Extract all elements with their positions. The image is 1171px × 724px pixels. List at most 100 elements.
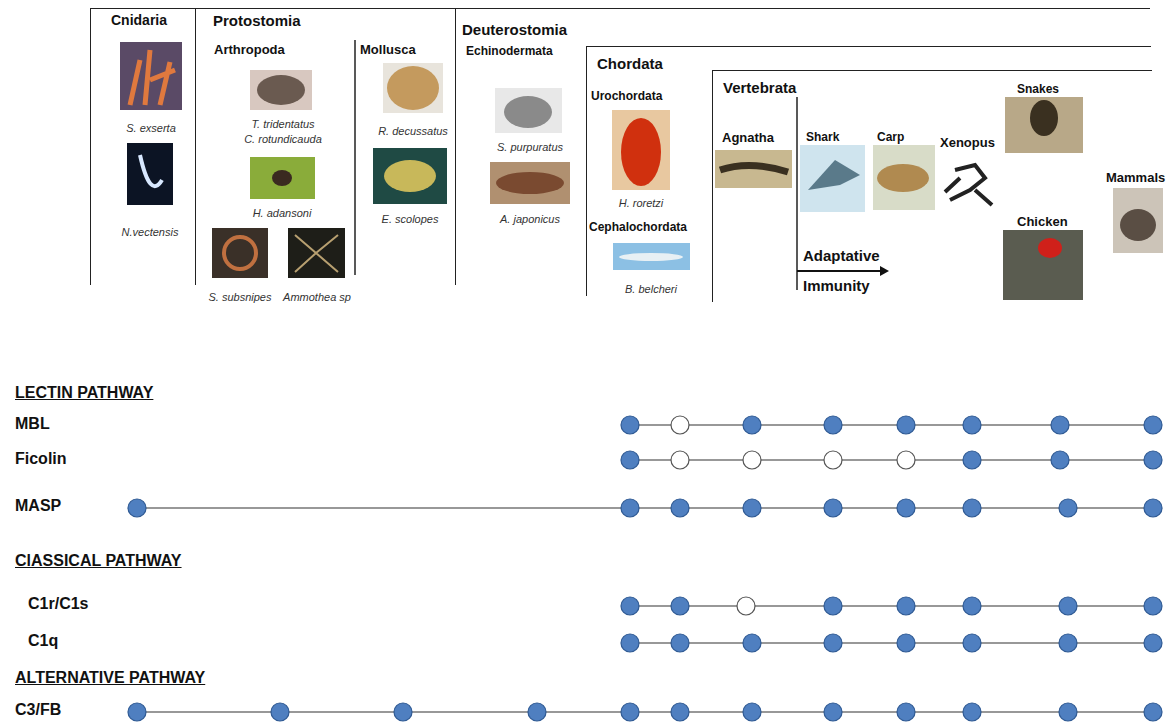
animal-photo [720,165,788,172]
presence-dot [394,703,412,721]
presence-dot [963,703,981,721]
label-slot: Adaptative Immunity [803,241,898,301]
presence-dot [824,597,842,615]
component-name: MBL [15,415,50,433]
animal-photo [1030,100,1058,136]
label-slot: LECTIN PATHWAY [15,384,153,402]
label-slot: B. belcheri [625,279,677,297]
species-name: N.vectensis [122,226,179,239]
label-slot: Shark [806,127,839,145]
presence-dot [621,597,639,615]
group-name: Mammals [1106,171,1165,186]
presence-dot [963,597,981,615]
animal-photo [224,237,256,269]
animal-photo [1005,97,1083,153]
label-slot: S. exserta [126,118,176,136]
animal-photo [384,160,436,192]
presence-dot [897,416,915,434]
label-slot: ClASSICAL PATHWAY [15,552,182,570]
animal-photo [212,228,268,278]
label-slot: H. adansoni [253,203,312,221]
animal-photo [130,50,175,105]
label-slot: R. decussatus [378,121,448,139]
group-name: Mollusca [360,43,416,58]
arrow-label: Adaptative Immunity [803,241,898,301]
species-name: H. adansoni [253,207,312,220]
absence-dot [737,597,755,615]
clade-heading: Cnidaria [111,12,167,28]
clade-bracket: Vertebrata [712,70,1152,302]
row-line [137,507,1153,508]
group-name: Xenopus [940,136,995,151]
component-name: C1q [28,632,58,650]
label-slot: C1r/C1s [28,595,88,613]
label-slot: Carp [877,127,904,145]
presence-dot [897,499,915,517]
presence-dot [621,451,639,469]
animal-photo [800,145,865,212]
animal-photo [613,243,690,270]
presence-dot [824,499,842,517]
clade-heading: Protostomia [213,12,301,29]
animal-photo [621,118,661,186]
presence-dot [1059,499,1077,517]
animal-photo [387,66,439,110]
pathway-heading: LECTIN PATHWAY [15,384,153,402]
clade-heading: Chordata [597,55,663,72]
label-slot: ALTERNATIVE PATHWAY [15,669,205,687]
group-name: Snakes [1017,83,1059,97]
absence-dot [671,451,689,469]
group-name: Echinodermata [466,45,553,59]
clade-heading: Deuterostomia [462,21,567,38]
absence-dot [743,451,761,469]
animal-photo [257,75,305,105]
animal-photo [945,165,992,205]
presence-dot [1051,416,1069,434]
animal-photo [1003,230,1083,300]
species-name: H. roretzi [619,197,664,210]
component-name: C1r/C1s [28,595,88,613]
group-name: Shark [806,131,839,145]
presence-dot [671,703,689,721]
presence-dot [1059,703,1077,721]
animal-photo [383,63,443,113]
clade-bracket: Cnidaria [90,8,195,285]
animal-photo [496,172,564,194]
presence-dot [621,634,639,652]
species-name: B. belcheri [625,283,677,296]
pathway-heading: ALTERNATIVE PATHWAY [15,669,205,687]
animal-photo [288,228,345,278]
label-slot: Xenopus [940,133,995,151]
animal-photo [373,148,447,204]
label-slot: E. scolopes [382,209,439,227]
label-slot: S. subsnipes [209,287,272,305]
presence-dot [743,416,761,434]
animal-photo [272,170,292,186]
presence-dot [1059,597,1077,615]
group-name: Chicken [1017,215,1068,230]
animal-photo [504,96,552,128]
animal-photo [619,253,683,261]
component-name: MASP [15,497,61,515]
row-line [630,424,1153,425]
group-name: Agnatha [722,131,774,146]
species-name: A. japonicus [500,213,560,226]
group-name: Urochordata [591,90,662,104]
presence-dot [963,634,981,652]
species-name: R. decussatus [378,125,448,138]
animal-photo [1120,209,1156,241]
label-slot: Snakes [1017,79,1059,97]
presence-dot [671,499,689,517]
animal-photo [877,164,929,192]
presence-dot [1144,451,1162,469]
label-slot: Mollusca [360,40,416,58]
animal-photo [495,88,562,133]
species-name: S. subsnipes [209,291,272,304]
pathway-heading: ClASSICAL PATHWAY [15,552,182,570]
species-name: S. exserta [126,122,176,135]
presence-dot [897,597,915,615]
label-slot: Agnatha [722,128,774,146]
label-slot: S. purpuratus [497,137,563,155]
animal-photo [250,70,312,110]
animal-photo [295,235,338,272]
